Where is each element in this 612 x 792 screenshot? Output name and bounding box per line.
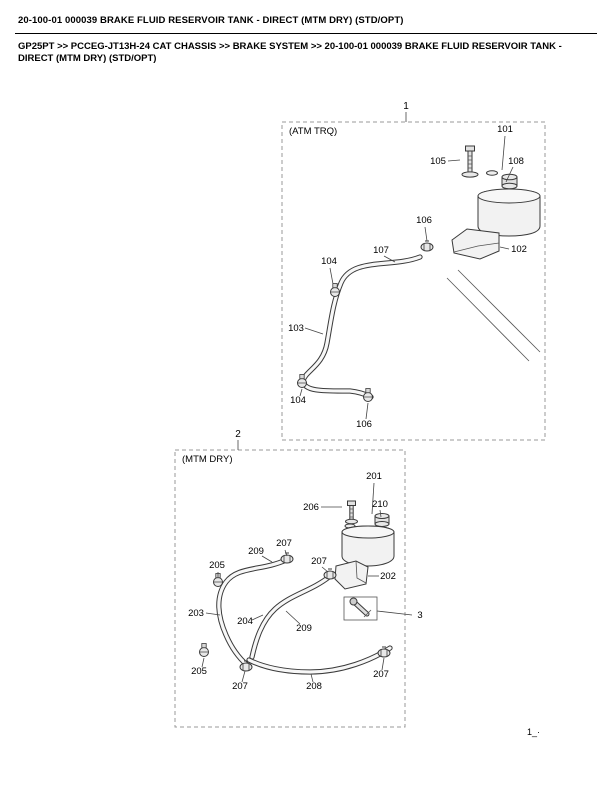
reservoir-tank-mtm <box>341 513 395 567</box>
callout-3: 3 <box>417 610 422 621</box>
callout-207: 207 <box>373 669 389 680</box>
leader-line-103 <box>304 327 324 335</box>
group-label-mtm-dry: (MTM DRY) <box>182 454 232 465</box>
callout-207: 207 <box>232 681 248 692</box>
leader-line-3 <box>376 610 413 616</box>
leader-line-106 <box>424 226 428 242</box>
leader-line-207 <box>321 566 329 573</box>
page-number: 1_· <box>526 727 540 737</box>
callout-205: 205 <box>209 560 225 571</box>
bolt-105 <box>461 145 479 178</box>
group-box-mtm-dry <box>174 449 406 728</box>
page-title: 20-100-01 000039 BRAKE FLUID RESERVOIR T… <box>18 15 404 26</box>
callout-102: 102 <box>511 244 527 255</box>
bracket-102 <box>451 228 500 260</box>
callout-layer: 101 105 108 106 102 107 104 103 104 106 201 206 210 2… <box>188 124 527 692</box>
callout-204: 204 <box>237 616 253 627</box>
group-number-2: 2 <box>235 429 241 440</box>
callout-104: 104 <box>321 256 337 267</box>
leader-line-204 <box>251 614 264 621</box>
header-divider <box>15 33 597 34</box>
callout-207: 207 <box>276 538 292 549</box>
callout-201: 201 <box>366 471 382 482</box>
bracket-202 <box>334 560 369 590</box>
callout-106: 106 <box>356 419 372 430</box>
leader-line-108 <box>505 166 514 183</box>
clamp-106-lower <box>363 388 373 402</box>
callout-203: 203 <box>188 608 204 619</box>
callout-101: 101 <box>497 124 513 135</box>
leader-line-208 <box>310 673 314 683</box>
callout-202: 202 <box>380 571 396 582</box>
leader-line-106 <box>365 402 369 420</box>
callout-209: 209 <box>296 623 312 634</box>
callout-105: 105 <box>430 156 446 167</box>
hose-208 <box>249 648 390 672</box>
leader-line-209 <box>261 555 273 563</box>
bolt-3 <box>343 596 378 621</box>
callout-208: 208 <box>306 681 322 692</box>
callout-103: 103 <box>288 323 304 334</box>
reservoir-tank-atm <box>477 170 541 237</box>
hose-103-107 <box>303 257 420 397</box>
leader-line-207 <box>284 549 288 557</box>
callout-104: 104 <box>290 395 306 406</box>
leader-line-107 <box>383 255 396 263</box>
callout-106: 106 <box>416 215 432 226</box>
group-label-atm-trq: (ATM TRQ) <box>289 126 337 137</box>
callout-207: 207 <box>311 556 327 567</box>
callout-210: 210 <box>372 499 388 510</box>
leader-line-210 <box>379 509 382 518</box>
leader-line-104 <box>299 388 303 397</box>
leader-line-207 <box>381 657 385 671</box>
clamp-207-a <box>280 552 294 564</box>
leader-line-201 <box>371 482 375 515</box>
group-box-atm-trq <box>281 121 546 441</box>
callout-107: 107 <box>373 245 389 256</box>
callout-209: 209 <box>248 546 264 557</box>
clamp-205-lower <box>199 643 209 657</box>
breadcrumb: GP25PT >> PCCEG-JT13H-24 CAT CHASSIS >> … <box>18 41 562 64</box>
callout-206: 206 <box>303 502 319 513</box>
callout-108: 108 <box>508 156 524 167</box>
leader-line-102 <box>499 246 510 250</box>
leader-line-105 <box>447 159 461 162</box>
leader-line-203 <box>205 612 221 616</box>
reference-line <box>446 277 530 362</box>
group-number-1: 1 <box>403 101 409 112</box>
leader-line-104 <box>329 267 334 285</box>
leader-line-101 <box>501 135 506 171</box>
callout-205: 205 <box>191 666 207 677</box>
leader-line-205 <box>201 657 205 668</box>
bolt-206 <box>345 500 358 525</box>
leader-line-207 <box>241 670 246 683</box>
leader-line-209 <box>285 610 301 625</box>
reference-line <box>457 269 541 353</box>
clamp-106-upper <box>420 240 434 252</box>
hose-204-209 <box>252 577 329 657</box>
